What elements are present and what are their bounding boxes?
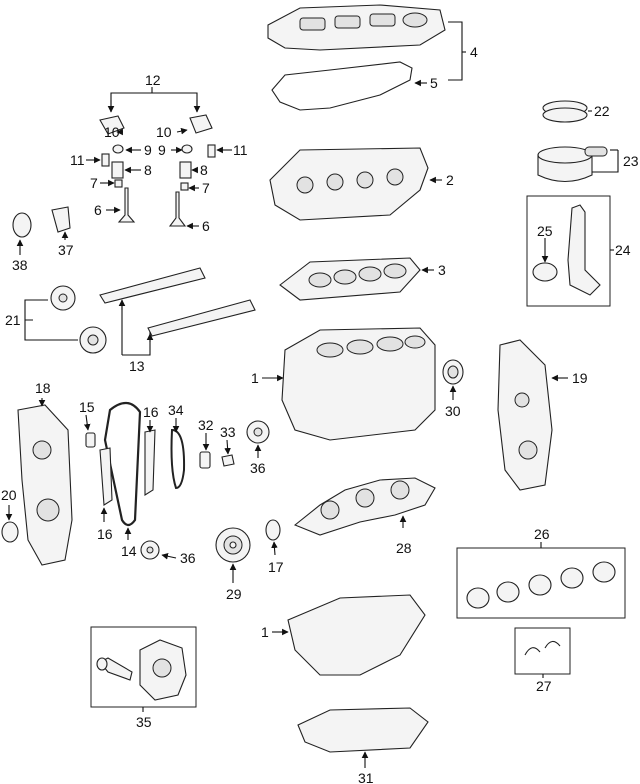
callout-16: 16 bbox=[97, 526, 113, 542]
crank-gear-part bbox=[265, 519, 281, 541]
callout-37: 37 bbox=[58, 242, 74, 258]
callout-1: 1 bbox=[261, 624, 269, 640]
crank-pulley-part bbox=[215, 527, 251, 563]
callout-10: 10 bbox=[104, 124, 120, 140]
oil-pump-chain-part bbox=[170, 428, 186, 490]
piston-rings-part bbox=[542, 100, 588, 123]
callout-3: 3 bbox=[438, 262, 446, 278]
callout-8: 8 bbox=[144, 162, 152, 178]
idler-sprocket-part bbox=[246, 420, 270, 444]
callout-1: 1 bbox=[251, 370, 259, 386]
valve-part bbox=[117, 187, 187, 227]
callout-9: 9 bbox=[158, 142, 166, 158]
oil-pan-upper-part bbox=[287, 594, 426, 676]
callout-14: 14 bbox=[121, 543, 137, 559]
callout-13: 13 bbox=[129, 358, 145, 374]
callout-24: 24 bbox=[615, 242, 631, 258]
callout-26: 26 bbox=[534, 526, 550, 542]
callout-38: 38 bbox=[12, 257, 28, 273]
thrust-washer-part bbox=[524, 640, 561, 656]
crank-sprocket-part bbox=[140, 540, 160, 560]
callout-23: 23 bbox=[623, 153, 639, 169]
timing-cover-part bbox=[497, 339, 553, 491]
callout-11: 11 bbox=[70, 152, 85, 168]
callout-15: 15 bbox=[79, 399, 95, 415]
camshaft-part bbox=[99, 267, 256, 337]
callout-30: 30 bbox=[445, 403, 461, 419]
chain-tensioner-part bbox=[85, 432, 96, 448]
callout-11: 11 bbox=[233, 142, 248, 158]
valve-cover-part bbox=[267, 4, 446, 51]
tensioner-small-part bbox=[199, 451, 211, 469]
callout-10: 10 bbox=[156, 124, 172, 140]
callout-8: 8 bbox=[200, 162, 208, 178]
callout-35: 35 bbox=[136, 714, 152, 730]
callout-27: 27 bbox=[536, 678, 552, 694]
valve-seal-part bbox=[114, 179, 189, 191]
callout-32: 32 bbox=[198, 417, 214, 433]
seal-part bbox=[12, 212, 32, 238]
callout-25: 25 bbox=[537, 223, 553, 239]
callout-29: 29 bbox=[226, 586, 242, 602]
crankshaft-part bbox=[293, 477, 436, 536]
valve-keeper-part bbox=[112, 144, 193, 154]
main-bearings-part bbox=[466, 561, 616, 609]
callout-7: 7 bbox=[90, 175, 98, 191]
callout-6: 6 bbox=[94, 202, 102, 218]
cylinder-head-part bbox=[269, 147, 429, 221]
engine-block-part bbox=[281, 327, 436, 441]
callout-4: 4 bbox=[470, 44, 478, 60]
cam-sprocket-part bbox=[50, 285, 107, 354]
callout-36: 36 bbox=[180, 550, 196, 566]
guide-part bbox=[51, 206, 71, 233]
callout-36: 36 bbox=[250, 460, 266, 476]
front-cover-part bbox=[17, 404, 73, 566]
callout-12: 12 bbox=[145, 72, 161, 88]
piston-part bbox=[537, 146, 608, 183]
callout-28: 28 bbox=[396, 540, 412, 556]
crank-seal-part bbox=[442, 359, 464, 385]
callout-20: 20 bbox=[1, 487, 17, 503]
callout-9: 9 bbox=[144, 142, 152, 158]
connecting-rod-box bbox=[526, 195, 611, 307]
callout-22: 22 bbox=[594, 103, 610, 119]
callout-2: 2 bbox=[446, 172, 454, 188]
callout-19: 19 bbox=[572, 370, 588, 386]
callout-31: 31 bbox=[358, 770, 374, 784]
callout-33: 33 bbox=[220, 424, 236, 440]
connecting-rod-part bbox=[532, 204, 601, 296]
oil-pan-lower-part bbox=[297, 707, 429, 753]
callout-16: 16 bbox=[143, 404, 159, 420]
callout-labels: 1 1 2 3 4 5 6 6 7 7 8 8 9 9 10 10 11 11 … bbox=[1, 44, 639, 784]
callout-17: 17 bbox=[268, 559, 284, 575]
callout-6: 6 bbox=[202, 218, 210, 234]
callout-34: 34 bbox=[168, 402, 184, 418]
chain-guide-part bbox=[99, 429, 156, 506]
thrust-washer-box bbox=[514, 627, 571, 675]
head-gasket-part bbox=[279, 257, 421, 301]
valve-spring-part bbox=[111, 161, 192, 179]
bolt-part bbox=[221, 454, 235, 467]
front-seal-part bbox=[1, 521, 19, 543]
lash-adjuster-part bbox=[101, 144, 216, 167]
callout-5: 5 bbox=[430, 75, 438, 91]
valve-cover-gasket-part bbox=[271, 61, 413, 111]
callout-21: 21 bbox=[5, 312, 21, 328]
timing-chain-part bbox=[103, 401, 142, 527]
callout-7: 7 bbox=[202, 180, 210, 196]
callout-18: 18 bbox=[35, 380, 51, 396]
oil-pump-part bbox=[96, 639, 187, 701]
